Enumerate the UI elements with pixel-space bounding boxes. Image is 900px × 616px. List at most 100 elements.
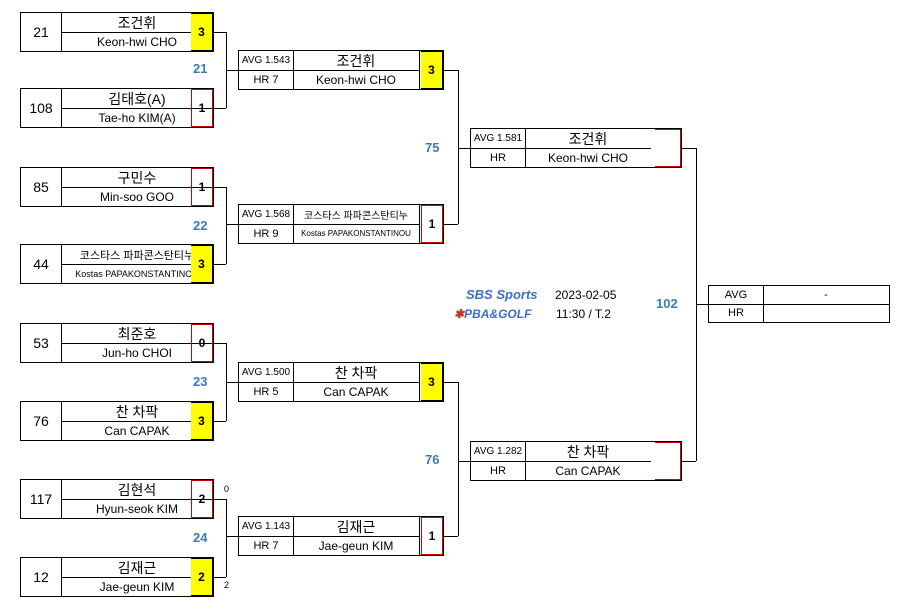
match-number: 22	[193, 218, 208, 233]
match-score: 1	[421, 205, 443, 243]
match-score: 3	[191, 245, 213, 283]
bracket-connector	[226, 536, 238, 537]
player-name-english: Jae-geun KIM	[99, 579, 175, 594]
seed-number: 76	[21, 402, 62, 440]
final-avg-label: AVG	[709, 286, 763, 305]
bracket-connector	[458, 382, 459, 536]
bracket-connector	[226, 224, 238, 225]
player-name-korean: 김태호(A)	[61, 89, 213, 109]
player-name-korean: 구민수	[61, 168, 213, 188]
peacock-icon: ✱	[454, 307, 465, 321]
player-name-english: Hyun-seok KIM	[95, 501, 179, 516]
seed-number: 85	[21, 168, 62, 206]
player-name-english: Kostas PAPAKONSTANTINOU	[301, 229, 411, 238]
match-score: 3	[191, 402, 213, 440]
sbs-sports-logo: SBS Sports	[466, 287, 538, 302]
seed-number: 12	[21, 558, 62, 596]
player-name-english: Can CAPAK	[104, 423, 170, 438]
player-name-korean: 찬 차팍	[293, 363, 419, 383]
bracket-connector	[214, 32, 226, 33]
shootout-score: 2	[224, 580, 230, 590]
final-box: AVG HR -	[708, 285, 890, 323]
player-name-korean: 조건휘	[525, 129, 651, 149]
player-name-korean: 코스타스 파파콘스탄티누	[293, 205, 419, 225]
player-name-korean: 코스타스 파파콘스탄티누	[61, 245, 213, 265]
match-score: 1	[421, 517, 443, 555]
player-stats: AVG 1.143 HR 7	[239, 517, 294, 555]
seed-number: 44	[21, 245, 62, 283]
player-name-english: Can CAPAK	[323, 384, 389, 399]
high-run-stat: HR 7	[253, 539, 279, 552]
bracket-connector	[458, 148, 470, 149]
high-run-stat: HR	[490, 464, 506, 477]
match-number: 24	[193, 530, 208, 545]
player-name-english: Keon-hwi CHO	[315, 72, 397, 87]
match-number: 75	[425, 140, 440, 155]
player-name-korean: 찬 차팍	[61, 402, 213, 422]
player-name-korean: 찬 차팍	[525, 442, 651, 462]
bracket-connector	[214, 264, 226, 265]
match-score: 0	[191, 324, 213, 362]
match-date: 2023-02-05	[555, 288, 617, 302]
bracket-connector	[682, 461, 696, 462]
match-score: 1	[191, 168, 213, 206]
match-score: 3	[191, 13, 213, 51]
player-name-english: Keon-hwi CHO	[547, 150, 629, 165]
bracket-connector	[214, 499, 226, 500]
average-stat: AVG 1.143	[239, 517, 293, 537]
pba-golf-logo: ✱PBA&GOLF	[454, 307, 532, 321]
bracket-connector	[458, 461, 470, 462]
match-score: 2	[191, 558, 213, 596]
match-score	[655, 129, 681, 167]
match-score: 1	[191, 89, 213, 127]
player-name-english: Keon-hwi CHO	[96, 34, 178, 49]
player-name-korean: 최준호	[61, 324, 213, 344]
bracket-connector	[444, 382, 458, 383]
match-score: 3	[421, 51, 443, 89]
bracket-connector	[214, 421, 226, 422]
player-name-korean: 조건휘	[293, 51, 419, 71]
player-name-english: Tae-ho KIM(A)	[98, 110, 176, 125]
average-stat: AVG 1.568	[239, 205, 293, 225]
bracket-connector	[214, 343, 226, 344]
final-value: -	[763, 286, 889, 305]
bracket-connector	[682, 148, 696, 149]
player-name-korean: 김재근	[293, 517, 419, 537]
bracket-connector	[444, 536, 458, 537]
player-name-korean: 김재근	[61, 558, 213, 578]
high-run-stat: HR 7	[253, 73, 279, 86]
player-names: 코스타스 파파콘스탄티누 Kostas PAPAKONSTANTINOU	[293, 205, 420, 243]
average-stat: AVG 1.500	[239, 363, 293, 383]
shootout-score: 0	[224, 484, 230, 494]
high-run-stat: HR	[490, 151, 506, 164]
seed-number: 117	[21, 480, 62, 518]
bracket-connector	[444, 224, 458, 225]
bracket-connector	[214, 187, 226, 188]
bracket-connector	[226, 70, 238, 71]
seed-number: 53	[21, 324, 62, 362]
final-hr-label: HR	[728, 307, 744, 319]
match-number: 21	[193, 61, 208, 76]
match-number: 102	[656, 296, 678, 311]
